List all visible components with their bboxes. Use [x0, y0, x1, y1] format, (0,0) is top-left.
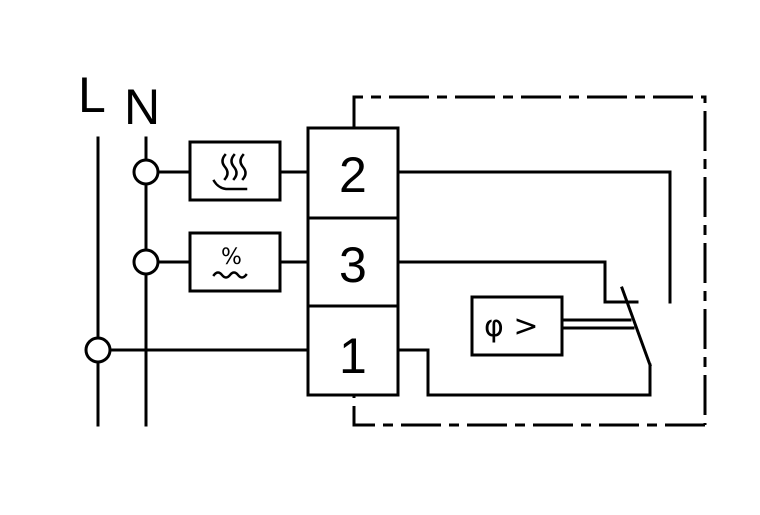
humidity-sensor-icon: %: [212, 245, 248, 279]
line-label: L: [78, 67, 106, 123]
enclosure-outline-bottom: [352, 395, 705, 427]
controller-label: φ >: [484, 309, 538, 344]
line-terminal: [84, 336, 112, 364]
wire-terminal-2-out: [396, 170, 672, 304]
enclosure-outline-top: [352, 95, 707, 425]
svg-text:%: %: [221, 245, 242, 270]
heating-element-icon: [212, 153, 248, 191]
wire-switch-return: [396, 348, 652, 397]
neutral-terminal-top: [132, 158, 160, 186]
terminal-2-label: 2: [339, 147, 367, 203]
terminal-3-label: 3: [339, 237, 367, 293]
terminal-1-label: 1: [339, 328, 367, 384]
humidity-box: [188, 231, 282, 293]
controller-box: [470, 295, 564, 357]
neutral-label: N: [124, 79, 160, 135]
neutral-terminal-middle: [132, 248, 160, 276]
